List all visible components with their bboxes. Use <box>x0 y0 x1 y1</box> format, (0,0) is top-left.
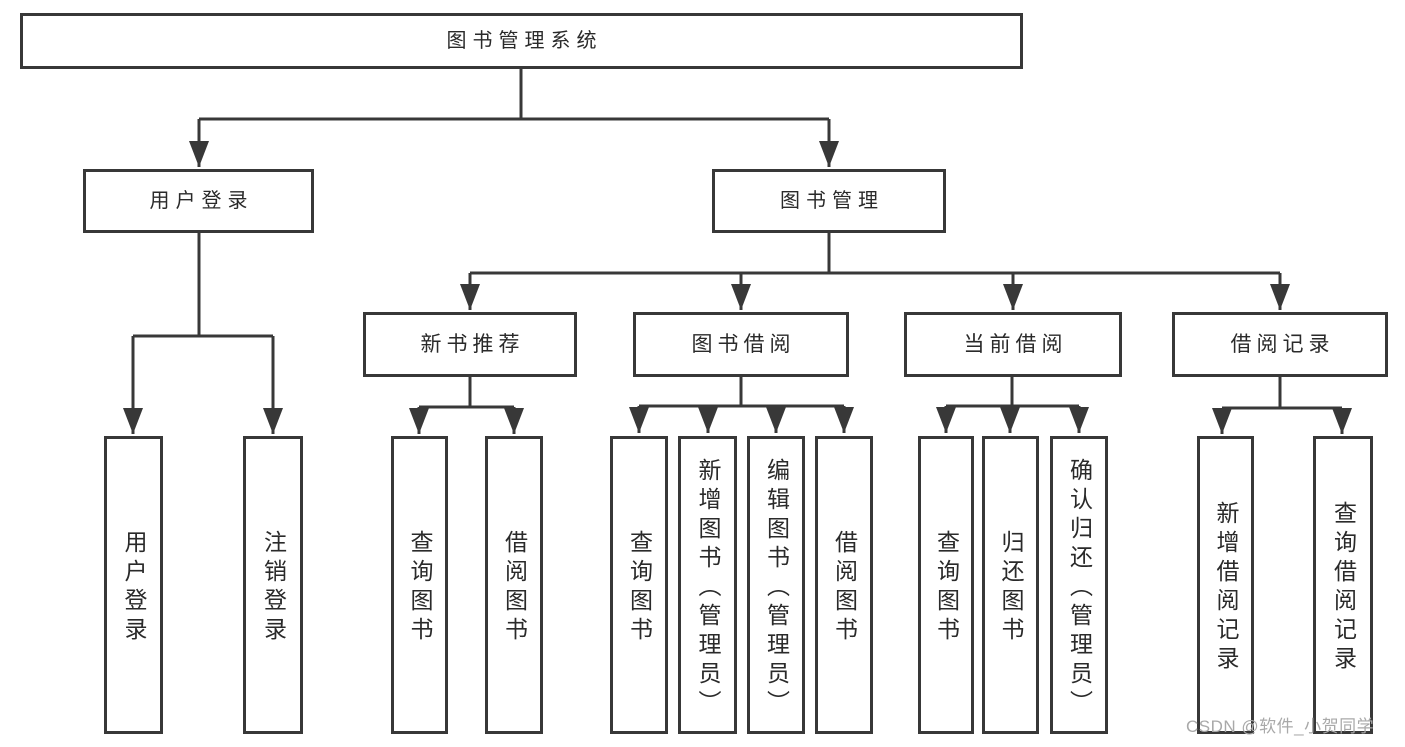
leaf-cb-query-book: 查询图书 <box>918 436 974 734</box>
leaf-cb-return-book: 归还图书 <box>982 436 1039 734</box>
leaf-logout-login: 注销登录 <box>243 436 303 734</box>
connector-book-borrow-trunk <box>639 377 844 408</box>
connector-new-book-trunk <box>419 377 514 409</box>
leaf-user-login: 用户登录 <box>104 436 163 734</box>
leaf-bb-borrow-book: 借阅图书 <box>815 436 873 734</box>
node-label: 查询图书 <box>933 530 960 646</box>
connector-borrow-record-trunk <box>1222 377 1342 410</box>
node-label: 查询借阅记录 <box>1330 501 1357 675</box>
csdn-watermark: CSDN @软件_小贺同学 <box>1186 717 1375 736</box>
node-borrow-record: 借阅记录 <box>1172 312 1388 377</box>
leaf-bb-add-book-admin: 新增图书（管理员） <box>678 436 737 734</box>
node-label: 借阅记录 <box>1230 333 1335 356</box>
node-book-management: 图书管理 <box>712 169 946 233</box>
node-new-book-recommend: 新书推荐 <box>363 312 577 377</box>
node-label: 用户登录 <box>149 190 254 212</box>
node-label: 借阅图书 <box>831 530 858 646</box>
leaf-br-query-record: 查询借阅记录 <box>1313 436 1373 734</box>
connector-user-login-trunk <box>133 233 273 338</box>
node-label: 图书借阅 <box>691 333 796 356</box>
node-label: 新增借阅记录 <box>1213 501 1239 675</box>
node-label: 用户登录 <box>121 530 147 646</box>
leaf-nb-query-book: 查询图书 <box>391 436 448 734</box>
connector-current-borrow-trunk <box>946 377 1079 408</box>
node-label: 新书推荐 <box>420 333 525 356</box>
node-label: 确认归还（管理员） <box>1066 457 1093 719</box>
leaf-nb-borrow-book: 借阅图书 <box>485 436 543 734</box>
node-label: 归还图书 <box>998 530 1024 646</box>
node-label: 编辑图书（管理员） <box>763 457 790 719</box>
node-label: 查询图书 <box>626 530 653 646</box>
node-label: 借阅图书 <box>501 530 528 646</box>
node-current-borrow: 当前借阅 <box>904 312 1122 377</box>
node-label: 查询图书 <box>407 530 433 646</box>
node-root-library-system: 图书管理系统 <box>20 13 1023 69</box>
node-user-login: 用户登录 <box>83 169 314 233</box>
connector-root-trunk <box>199 69 829 121</box>
leaf-bb-query-book: 查询图书 <box>610 436 668 734</box>
node-label: 新增图书（管理员） <box>695 457 721 719</box>
leaf-br-add-record: 新增借阅记录 <box>1197 436 1254 734</box>
node-label: 注销登录 <box>260 530 287 646</box>
leaf-cb-confirm-return-admin: 确认归还（管理员） <box>1050 436 1108 734</box>
leaf-bb-edit-book-admin: 编辑图书（管理员） <box>747 436 805 734</box>
node-label: 图书管理 <box>780 190 884 212</box>
node-label: 图书管理系统 <box>446 30 603 52</box>
node-book-borrow: 图书借阅 <box>633 312 849 377</box>
node-label: 当前借阅 <box>963 333 1068 356</box>
connector-book-management-trunk <box>470 233 1280 275</box>
